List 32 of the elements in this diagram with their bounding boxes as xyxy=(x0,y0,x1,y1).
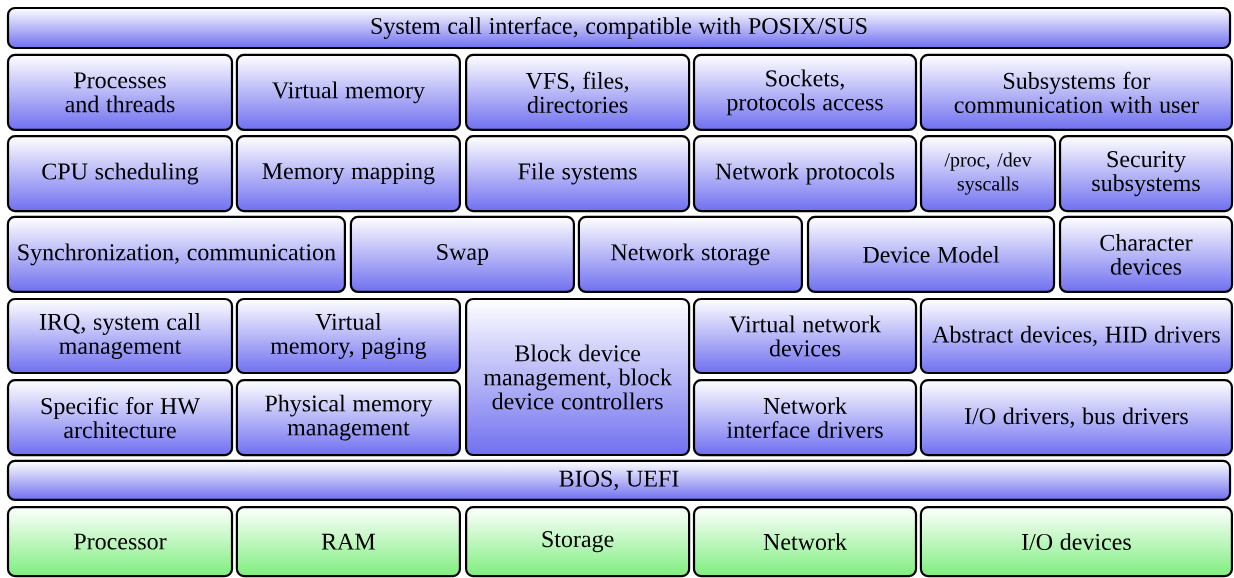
layer-box: Physical memory management xyxy=(235,379,461,457)
layer-box: Security subsystems xyxy=(1058,135,1234,213)
hardware-box: Processor xyxy=(6,506,234,578)
layer-box: Abstract devices, HID drivers xyxy=(919,297,1233,375)
layer-box: Network storage xyxy=(577,215,803,293)
layer-box: VFS, files, directories xyxy=(465,53,691,131)
layer-box: Virtual network devices xyxy=(692,297,918,375)
layer-box: Virtual memory xyxy=(235,53,461,131)
layer-box: Sockets, protocols access xyxy=(692,53,918,131)
layer-box: Swap xyxy=(349,215,575,293)
layer-box: File systems xyxy=(465,135,691,213)
hardware-box: Network xyxy=(692,506,918,578)
layer-box: Subsystems for communication with user xyxy=(919,53,1233,131)
layer-box: Character devices xyxy=(1058,215,1234,293)
hardware-box: I/O devices xyxy=(919,506,1233,578)
hardware-box: Storage xyxy=(465,506,691,578)
layer-box: Block device management, block device controllers xyxy=(465,297,691,457)
layer-box: System call interface, compatible with POSIX/SUS xyxy=(6,6,1232,50)
layer-box: Memory mapping xyxy=(235,135,461,213)
layer-box: Device Model xyxy=(806,215,1056,293)
layer-box: IRQ, system call management xyxy=(6,297,234,375)
layer-box: Network interface drivers xyxy=(692,379,918,457)
layer-box: BIOS, UEFI xyxy=(6,459,1232,501)
layer-box: Processes and threads xyxy=(6,53,234,131)
hardware-box: RAM xyxy=(235,506,461,578)
layer-box: Synchronization, communication xyxy=(6,215,346,293)
layer-box: Specific for HW architecture xyxy=(6,379,234,457)
layer-box: /proc, /dev syscalls xyxy=(919,135,1057,213)
layer-box: CPU scheduling xyxy=(6,135,234,213)
layer-box: I/O drivers, bus drivers xyxy=(919,379,1233,457)
layer-box: Network protocols xyxy=(692,135,918,213)
layer-box: Virtual memory, paging xyxy=(235,297,461,375)
